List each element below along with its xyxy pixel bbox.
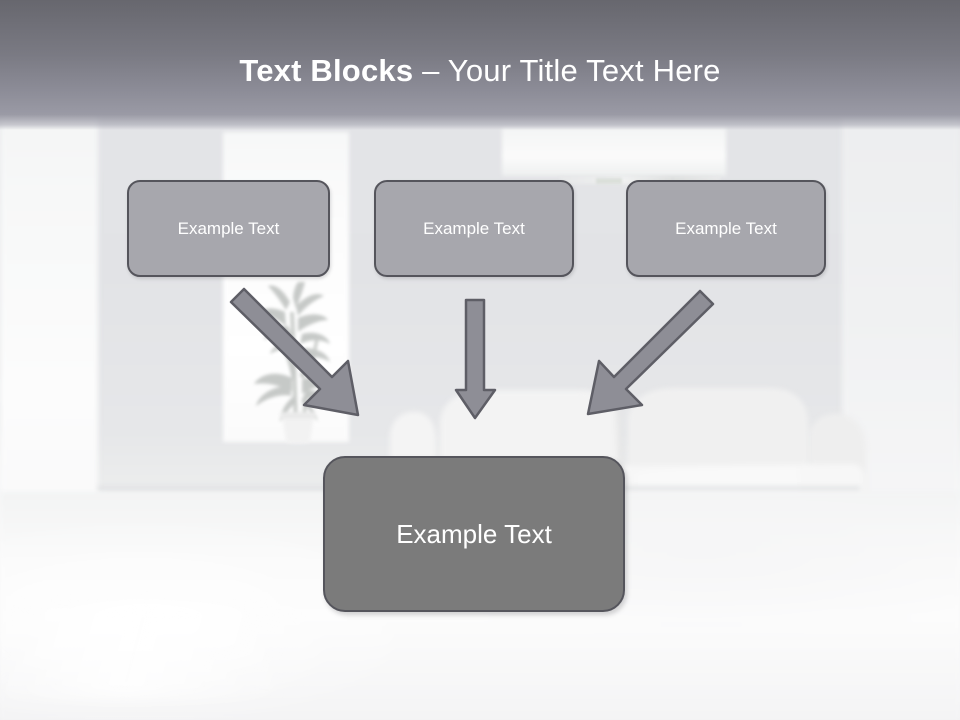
arrow-down-icon xyxy=(454,294,497,422)
text-block-1-label: Example Text xyxy=(177,218,280,238)
soffit-accent-chip xyxy=(596,178,622,184)
page-title-bold: Text Blocks xyxy=(239,53,423,88)
result-text-block-label: Example Text xyxy=(396,518,552,549)
text-block-2-label: Example Text xyxy=(423,218,525,238)
ceiling-soffit xyxy=(502,128,726,176)
page-title: Text Blocks – Your Title Text Here xyxy=(0,52,960,90)
floor-reflection-streak xyxy=(0,600,300,700)
text-block-1[interactable]: Example Text xyxy=(127,180,330,277)
arrow-diagonal-down-left-icon xyxy=(578,284,722,424)
page-title-dash: – xyxy=(422,53,448,88)
text-block-2[interactable]: Example Text xyxy=(374,180,574,277)
result-text-block[interactable]: Example Text xyxy=(323,456,625,612)
page-title-light: Your Title Text Here xyxy=(447,53,721,88)
title-header-bar xyxy=(0,0,960,130)
text-block-3[interactable]: Example Text xyxy=(626,180,826,277)
arrow-diagonal-down-right-icon xyxy=(222,282,368,424)
text-block-3-label: Example Text xyxy=(675,218,777,238)
